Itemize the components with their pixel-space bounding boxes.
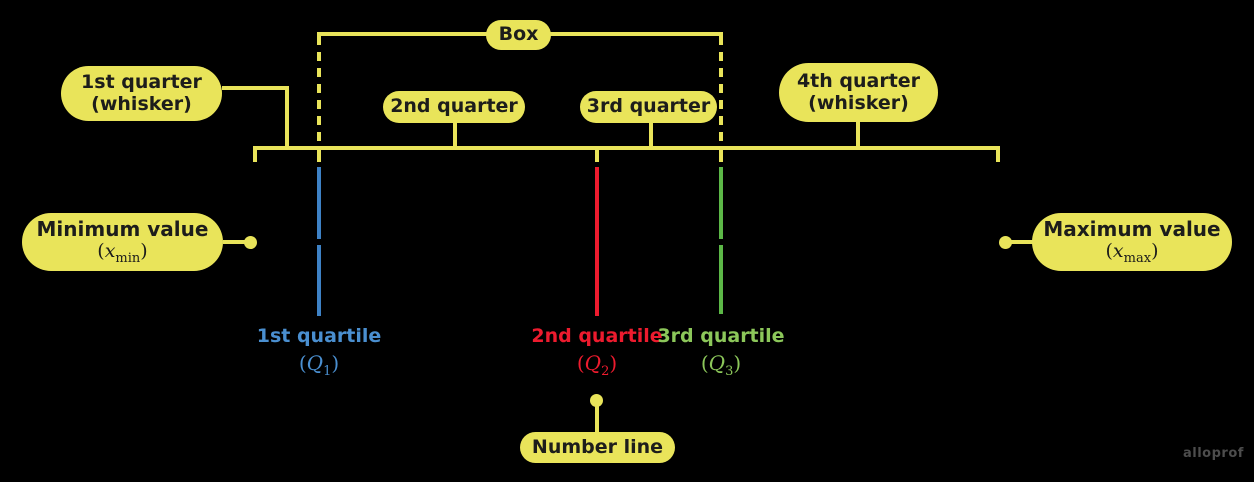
third-quartile-symbol: (Q3) (700, 350, 742, 379)
number-line-connector (595, 402, 599, 433)
second-quartile-name: 2nd quartile (531, 325, 663, 347)
second-quartile-symbol: (Q2) (576, 350, 618, 379)
maximum-value-title: Maximum value (1043, 216, 1221, 241)
number-line-label: Number line (520, 432, 675, 463)
bracket-left-end-tick (253, 150, 257, 162)
first-quarter-label-line2: (whisker) (91, 92, 192, 115)
box-right-dashed-line (719, 36, 723, 148)
tick-first-quartile (317, 150, 321, 162)
first-quarter-connector-vertical (285, 86, 289, 148)
third-quartile-name: 3rd quartile (657, 325, 785, 347)
maximum-dot (999, 236, 1012, 249)
first-quartile-line (317, 167, 321, 239)
fourth-quarter-connector (856, 121, 860, 148)
bracket-right-end-tick (996, 150, 1000, 162)
minimum-value-math: (xmin) (97, 239, 148, 266)
third-quarter-label-text: 3rd quarter (586, 95, 711, 118)
second-quarter-label: 2nd quarter (383, 91, 525, 123)
alloprof-watermark: alloprof (1183, 446, 1244, 461)
box-label: Box (486, 20, 551, 50)
fourth-quarter-label-line2: (whisker) (808, 91, 909, 114)
first-quartile-name: 1st quartile (256, 325, 382, 347)
second-quarter-label-text: 2nd quarter (390, 95, 518, 118)
minimum-dot (244, 236, 257, 249)
second-quarter-connector (453, 122, 457, 148)
first-quartile-caption: 1st quartile (Q1) (239, 326, 399, 379)
third-quarter-connector (649, 122, 653, 148)
third-quartile-caption: 3rd quartile (Q3) (641, 326, 801, 379)
second-quartile-line (595, 167, 599, 316)
tick-second-quartile (595, 150, 599, 162)
third-quarter-label: 3rd quarter (580, 91, 717, 123)
fourth-quarter-label-line1: 4th quarter (796, 69, 921, 92)
maximum-connector (1009, 240, 1034, 244)
minimum-connector (223, 240, 246, 244)
first-quarter-connector-horizontal (222, 86, 289, 90)
third-quartile-line (719, 167, 723, 239)
third-quartile-line (719, 245, 723, 314)
fourth-quarter-whisker-label: 4th quarter (whisker) (779, 63, 938, 122)
first-quartile-symbol: (Q1) (298, 350, 340, 379)
number-line-dot (590, 394, 603, 407)
number-line-label-text: Number line (531, 435, 664, 458)
maximum-value-label: Maximum value (xmax) (1032, 213, 1232, 271)
first-quartile-line (317, 245, 321, 316)
box-label-text: Box (498, 23, 539, 46)
second-quartile-caption: 2nd quartile (Q2) (517, 326, 677, 379)
minimum-value-label: Minimum value (xmin) (22, 213, 223, 271)
minimum-value-title: Minimum value (36, 216, 209, 241)
maximum-value-math: (xmax) (1105, 239, 1159, 266)
bracket-line (253, 146, 1000, 150)
box-left-dashed-line (317, 36, 321, 148)
first-quarter-label-line1: 1st quarter (81, 70, 202, 93)
tick-third-quartile (719, 150, 723, 162)
first-quarter-whisker-label: 1st quarter (whisker) (61, 66, 222, 121)
